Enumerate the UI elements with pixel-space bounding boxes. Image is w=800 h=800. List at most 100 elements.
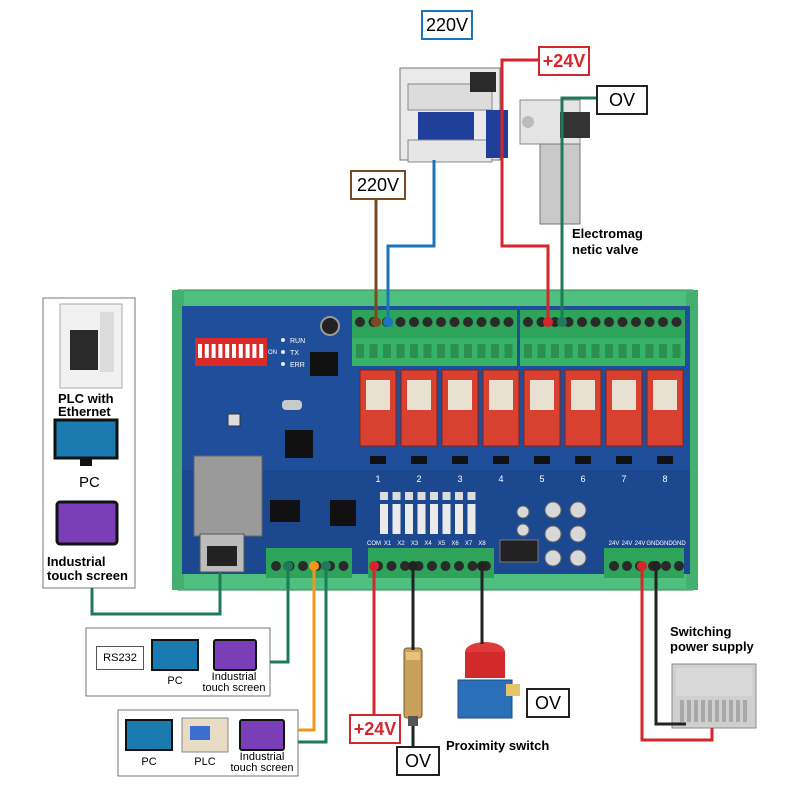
dip-switch-on-label: ON bbox=[268, 350, 277, 356]
label-plc-ethernet-line2: Ethernet bbox=[58, 404, 111, 419]
terminal-screw bbox=[503, 317, 514, 327]
chip-comm bbox=[330, 500, 356, 526]
input-terminal-label: X4 bbox=[424, 541, 432, 547]
wire-green-rs232 bbox=[270, 566, 290, 664]
relay-led bbox=[575, 456, 591, 464]
terminal-screw bbox=[622, 561, 632, 571]
input-led bbox=[417, 492, 426, 500]
terminal-dot bbox=[477, 561, 487, 571]
label-switching-line2: power supply bbox=[670, 639, 754, 654]
wire-black-psu bbox=[654, 566, 686, 726]
touch-screen-bottom bbox=[239, 719, 285, 751]
dip-key bbox=[218, 344, 223, 358]
terminal-slot bbox=[524, 344, 532, 358]
status-led-run: RUN bbox=[290, 338, 305, 345]
terminal-slot bbox=[356, 344, 364, 358]
terminal-slot bbox=[551, 344, 559, 358]
label-touch-left-line1: Industrial bbox=[47, 554, 106, 569]
terminal-screw bbox=[671, 317, 682, 327]
psu-vent bbox=[715, 700, 719, 722]
psu-vent bbox=[694, 700, 698, 722]
button-reset bbox=[227, 413, 241, 427]
dip-switch-keys bbox=[198, 344, 264, 358]
terminal-slot bbox=[437, 344, 445, 358]
power-supply-image bbox=[671, 663, 757, 729]
dip-key bbox=[232, 344, 236, 358]
relay-led bbox=[534, 456, 550, 464]
terminal-screw bbox=[476, 317, 487, 327]
label-rs232: RS232 bbox=[96, 646, 144, 670]
wire-green-ov-top bbox=[560, 96, 596, 322]
power-terminal-label: 24V bbox=[609, 541, 620, 547]
terminal-dot bbox=[369, 561, 379, 571]
relay-led bbox=[452, 456, 468, 464]
chip-comm-2 bbox=[270, 500, 300, 522]
psu-vent bbox=[729, 700, 733, 722]
terminal-slot bbox=[464, 344, 472, 358]
input-optocoupler bbox=[380, 504, 388, 534]
terminal-dot bbox=[557, 317, 567, 327]
terminal-dot bbox=[383, 317, 393, 327]
relay-number: 2 bbox=[416, 474, 421, 484]
label-pc-rs232: PC bbox=[167, 675, 183, 687]
input-terminal-label: X7 bbox=[465, 541, 473, 547]
chip-small bbox=[310, 352, 338, 376]
relay-number: 4 bbox=[498, 474, 503, 484]
dip-key bbox=[225, 344, 230, 358]
terminal-screw bbox=[298, 561, 308, 571]
relay-coil bbox=[407, 380, 431, 410]
contactor-image bbox=[399, 67, 508, 163]
terminal-screw bbox=[658, 317, 668, 327]
power-terminal-label: 24V bbox=[622, 541, 633, 547]
relay-led bbox=[657, 456, 673, 464]
label-pc-left: PC bbox=[79, 474, 100, 491]
terminal-screw bbox=[674, 561, 684, 571]
wire-red-psu bbox=[640, 566, 714, 742]
input-led bbox=[405, 492, 413, 500]
pc-monitor-bottom bbox=[125, 719, 173, 751]
terminal-slot bbox=[618, 344, 627, 358]
label-plc-ethernet-line1: PLC with bbox=[58, 391, 114, 406]
dip-key bbox=[211, 344, 216, 358]
terminal-screw bbox=[523, 317, 533, 327]
terminal-slot bbox=[396, 344, 405, 358]
terminal-slot bbox=[659, 344, 667, 358]
capacitor bbox=[320, 316, 340, 336]
label-touch-rs232: Industrial touch screen bbox=[198, 672, 270, 694]
terminal-slot bbox=[591, 344, 600, 358]
power-terminal-label: 24V bbox=[635, 541, 646, 547]
power-terminal-label: GND bbox=[659, 541, 673, 547]
psu-vent bbox=[708, 700, 712, 722]
label-220v-top: 220V bbox=[421, 10, 473, 40]
push-button-image bbox=[457, 642, 520, 719]
wire-red-24v-top bbox=[500, 58, 550, 322]
input-optocoupler bbox=[392, 504, 401, 534]
terminal-screw bbox=[490, 317, 500, 327]
terminal-dot bbox=[309, 561, 319, 571]
psu-vent bbox=[687, 700, 691, 722]
psu-vent bbox=[680, 700, 684, 722]
terminal-screw bbox=[631, 317, 641, 327]
dip-key bbox=[204, 344, 209, 358]
plc-bottom-image bbox=[181, 717, 229, 753]
terminal-screw bbox=[604, 317, 614, 327]
input-terminal-label: X3 bbox=[411, 541, 419, 547]
terminal-screw bbox=[409, 317, 419, 327]
terminal-slot bbox=[605, 344, 613, 358]
terminal-dot bbox=[637, 561, 647, 571]
label-valve-line1: Electromag bbox=[572, 226, 643, 241]
terminal-slot bbox=[578, 344, 586, 358]
status-led-dot bbox=[281, 350, 285, 354]
input-terminal-label: COM bbox=[367, 541, 381, 547]
input-optocoupler bbox=[442, 504, 451, 534]
relay-coil bbox=[571, 380, 595, 410]
terminal-screw bbox=[550, 317, 560, 327]
label-proximity-switch: Proximity switch bbox=[446, 738, 550, 753]
terminal-screw bbox=[609, 561, 619, 571]
pc-monitor-rs232 bbox=[151, 639, 199, 671]
terminal-block-comm bbox=[266, 548, 352, 578]
terminal-slot bbox=[410, 344, 418, 358]
relay-led bbox=[370, 456, 386, 464]
